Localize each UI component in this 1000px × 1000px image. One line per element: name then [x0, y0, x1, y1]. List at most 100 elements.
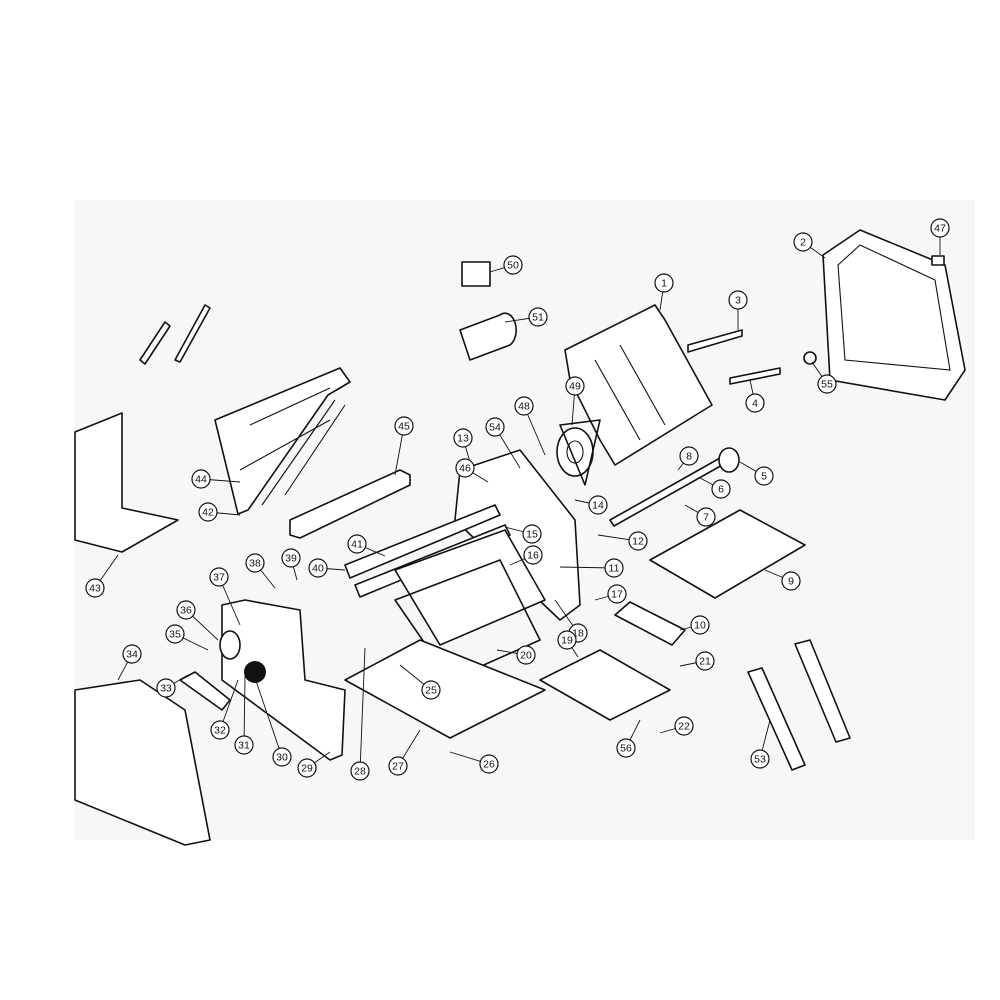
- callout-circle: [176, 600, 196, 620]
- callout-circle: [817, 374, 837, 394]
- callout-circle: [297, 758, 317, 778]
- callout-15: 15: [522, 524, 542, 544]
- callout-number: 36: [180, 605, 192, 617]
- callout-circle: [455, 458, 475, 478]
- callout-circle: [793, 232, 813, 252]
- callout-circle: [388, 756, 408, 776]
- leader-line: [359, 647, 366, 772]
- callout-circle: [85, 578, 105, 598]
- callout-circle: [191, 469, 211, 489]
- leader-line: [254, 677, 283, 758]
- part-gears-36: [219, 630, 241, 660]
- callout-number: 22: [678, 721, 690, 733]
- callout-17: 17: [607, 584, 627, 604]
- callout-number: 53: [754, 754, 766, 766]
- callout-circle: [479, 754, 499, 774]
- callout-number: 4: [752, 398, 758, 410]
- callout-47: 47: [930, 218, 950, 238]
- callout-circle: [690, 615, 710, 635]
- callout-circle: [654, 273, 674, 293]
- callout-42: 42: [198, 502, 218, 522]
- callout-circle: [696, 507, 716, 527]
- callout-circle: [628, 531, 648, 551]
- callout-circle: [453, 428, 473, 448]
- callout-22: 22: [674, 716, 694, 736]
- callout-circle: [616, 738, 636, 758]
- callout-number: 32: [214, 725, 226, 737]
- callout-number: 16: [527, 550, 539, 562]
- callout-circle: [347, 534, 367, 554]
- callout-41: 41: [347, 534, 367, 554]
- callout-number: 20: [520, 650, 532, 662]
- callout-number: 13: [457, 433, 469, 445]
- part-roller-5: [718, 447, 740, 473]
- part-rollers: [344, 504, 511, 598]
- callout-circle: [350, 761, 370, 781]
- callout-number: 17: [611, 589, 623, 601]
- callout-36: 36: [176, 600, 196, 620]
- callout-43: 43: [85, 578, 105, 598]
- callout-21: 21: [695, 651, 715, 671]
- callout-56: 56: [616, 738, 636, 758]
- callout-circle: [421, 680, 441, 700]
- callout-number: 55: [821, 379, 833, 391]
- callout-circle: [695, 651, 715, 671]
- callout-12: 12: [628, 531, 648, 551]
- leader-line: [243, 675, 246, 746]
- callout-number: 30: [276, 752, 288, 764]
- callout-circle: [281, 548, 301, 568]
- callout-54: 54: [485, 417, 505, 437]
- part-left-plate: [221, 599, 346, 761]
- callout-number: 50: [507, 260, 519, 272]
- callout-32: 32: [210, 720, 230, 740]
- tray-lines: [239, 387, 346, 506]
- callout-39: 39: [281, 548, 301, 568]
- callout-number: 27: [392, 761, 404, 773]
- part-fold-plate: [394, 529, 546, 646]
- callout-9: 9: [781, 571, 801, 591]
- callout-circle: [528, 307, 548, 327]
- callout-circle: [308, 558, 328, 578]
- callout-circle: [565, 376, 585, 396]
- callout-number: 2: [800, 237, 806, 249]
- callout-10: 10: [690, 615, 710, 635]
- callout-25: 25: [421, 680, 441, 700]
- callout-53: 53: [750, 749, 770, 769]
- part-bracket-10: [614, 601, 686, 646]
- callout-29: 29: [297, 758, 317, 778]
- callout-number: 46: [459, 463, 471, 475]
- callout-35: 35: [165, 624, 185, 644]
- callout-38: 38: [245, 553, 265, 573]
- callout-circle: [272, 747, 292, 767]
- callout-1: 1: [654, 273, 674, 293]
- callout-number: 15: [526, 529, 538, 541]
- callout-number: 34: [126, 649, 138, 661]
- cover-lines: [594, 344, 666, 441]
- callout-circle: [750, 749, 770, 769]
- callout-number: 7: [703, 512, 709, 524]
- callout-circle: [522, 524, 542, 544]
- callout-circle: [210, 720, 230, 740]
- callout-number: 33: [160, 683, 172, 695]
- callout-number: 48: [518, 401, 530, 413]
- callout-number: 29: [301, 763, 313, 775]
- callout-26: 26: [479, 754, 499, 774]
- callout-circle: [514, 396, 534, 416]
- callout-19: 19: [557, 630, 577, 650]
- part-pulley: [556, 427, 594, 477]
- part-bar-45: [289, 469, 411, 539]
- callout-number: 12: [632, 536, 644, 548]
- callout-number: 26: [483, 759, 495, 771]
- callout-circle: [557, 630, 577, 650]
- callout-number: 5: [761, 471, 767, 483]
- callout-number: 1: [661, 278, 667, 290]
- callout-3: 3: [728, 290, 748, 310]
- callout-33: 33: [156, 678, 176, 698]
- part-left-cover: [74, 679, 211, 846]
- callout-number: 44: [195, 474, 207, 486]
- callout-31: 31: [234, 735, 254, 755]
- callout-circle: [607, 584, 627, 604]
- callout-circle: [588, 495, 608, 515]
- callout-14: 14: [588, 495, 608, 515]
- callout-number: 6: [718, 484, 724, 496]
